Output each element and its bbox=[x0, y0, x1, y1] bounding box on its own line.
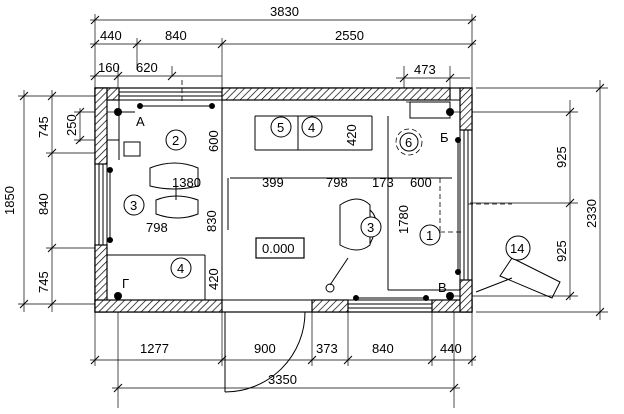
marker-3a: 3 bbox=[130, 198, 137, 213]
dim-left-745a: 745 bbox=[36, 116, 51, 138]
dim-in-399: 399 bbox=[262, 175, 284, 190]
dim-top-160: 160 bbox=[98, 60, 120, 75]
item-markers: 1 2 3 3 4 4 5 6 14 bbox=[123, 116, 531, 279]
dim-in-830: 830 bbox=[204, 210, 219, 232]
left-dimensions: 1850 745 840 745 250 bbox=[2, 90, 118, 312]
dim-bottom-840: 840 bbox=[372, 341, 394, 356]
dim-in-420a: 420 bbox=[344, 124, 359, 146]
marker-1: 1 bbox=[426, 228, 433, 243]
dim-bottom-440: 440 bbox=[440, 341, 462, 356]
dim-in-798a: 798 bbox=[326, 175, 348, 190]
marker-5: 5 bbox=[277, 120, 284, 135]
grid-label-a: А bbox=[136, 114, 145, 129]
dim-bottom-373: 373 bbox=[316, 341, 338, 356]
dim-in-1780: 1780 bbox=[396, 205, 411, 234]
windows bbox=[98, 91, 469, 309]
exterior-walls bbox=[94, 87, 473, 313]
level-mark-text: 0.000 bbox=[262, 241, 295, 256]
column-nodes bbox=[107, 103, 461, 301]
dim-right-925b: 925 bbox=[554, 240, 569, 262]
furniture bbox=[123, 101, 561, 299]
dim-left-840: 840 bbox=[36, 193, 51, 215]
bottom-dimensions: 1277 900 373 840 440 3350 bbox=[90, 300, 477, 408]
dim-left-745b: 745 bbox=[36, 271, 51, 293]
dim-right-925a: 925 bbox=[554, 146, 569, 168]
dim-bottom-900: 900 bbox=[254, 341, 276, 356]
door bbox=[224, 311, 312, 393]
dim-in-1380: 1380 bbox=[172, 175, 201, 190]
marker-2: 2 bbox=[172, 133, 179, 148]
dim-top-620: 620 bbox=[136, 60, 158, 75]
dim-in-798b: 798 bbox=[146, 220, 168, 235]
grid-label-v: В bbox=[438, 280, 447, 295]
marker-14: 14 bbox=[510, 241, 524, 256]
marker-6: 6 bbox=[405, 135, 412, 150]
dim-top-440: 440 bbox=[100, 28, 122, 43]
dim-in-600b: 600 bbox=[206, 130, 221, 152]
interior-dimensions: 1380 399 798 173 600 798 600 420 830 420… bbox=[146, 124, 432, 290]
dim-in-600a: 600 bbox=[410, 175, 432, 190]
grid-label-g: Г bbox=[122, 276, 129, 291]
dim-bottom-1277: 1277 bbox=[140, 341, 169, 356]
dim-top-473: 473 bbox=[414, 62, 436, 77]
dim-top-840: 840 bbox=[165, 28, 187, 43]
dim-right-2330: 2330 bbox=[584, 199, 599, 228]
dim-in-420b: 420 bbox=[206, 268, 221, 290]
dim-top-total: 3830 bbox=[270, 4, 299, 19]
dim-bottom-3350: 3350 bbox=[268, 372, 297, 387]
level-mark: 0.000 bbox=[255, 237, 305, 259]
right-dimensions: 2330 925 925 bbox=[450, 80, 608, 320]
partitions bbox=[107, 80, 512, 300]
grid-label-b: Б bbox=[440, 130, 449, 145]
marker-4a: 4 bbox=[177, 261, 184, 276]
top-dimensions: 3830 440 840 2550 160 620 473 bbox=[90, 4, 477, 100]
dim-left-250: 250 bbox=[64, 114, 79, 136]
marker-3b: 3 bbox=[367, 220, 374, 235]
marker-4b: 4 bbox=[308, 120, 315, 135]
grid-labels: А Б В Г bbox=[122, 114, 449, 295]
dim-left-1850: 1850 bbox=[2, 186, 17, 215]
dim-top-2550: 2550 bbox=[335, 28, 364, 43]
dim-in-173: 173 bbox=[372, 175, 394, 190]
